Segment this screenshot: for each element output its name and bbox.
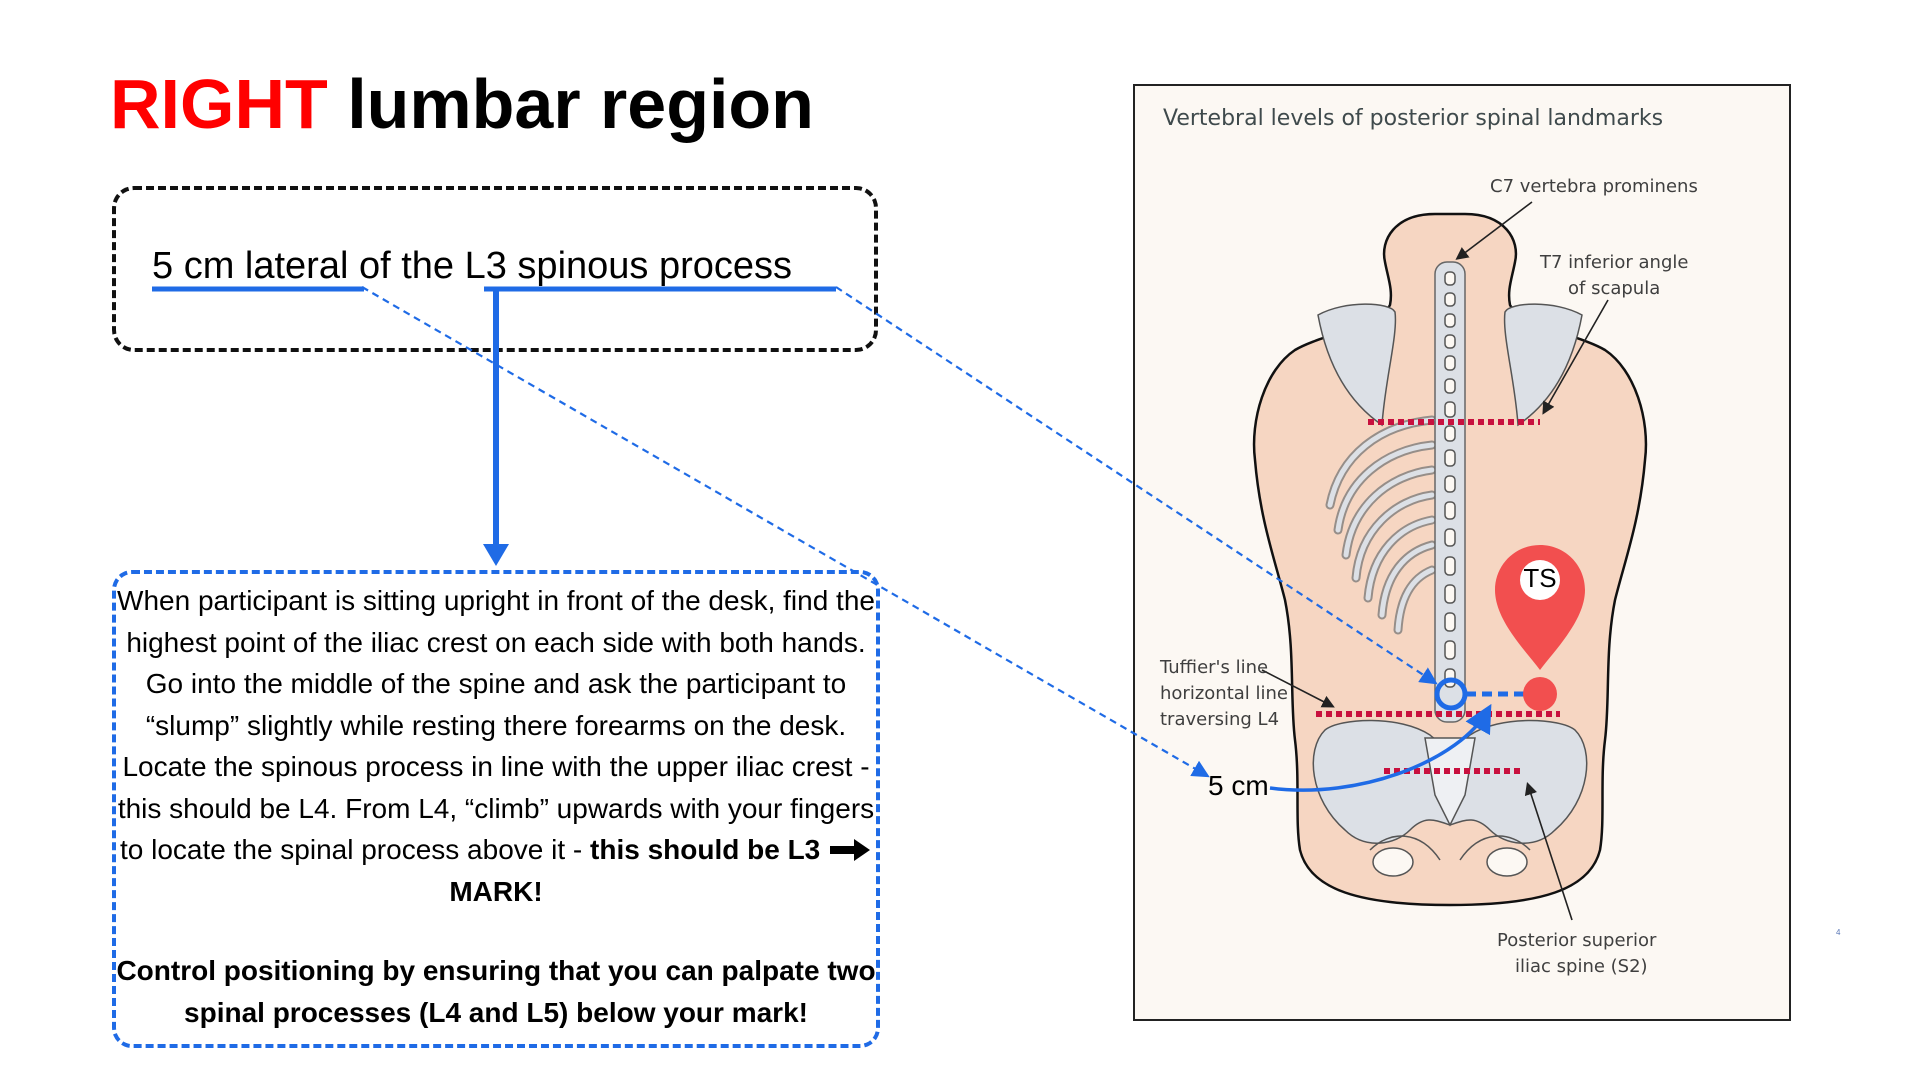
ts-pin-inner — [1520, 560, 1560, 600]
tuffier-label-line3: traversing L4 — [1160, 709, 1280, 730]
t7-label-line2: of scapula — [1568, 278, 1661, 299]
definition-landmark: L3 spinous process — [464, 245, 793, 287]
right-obturator — [1486, 847, 1528, 877]
figure-title: Vertebral levels of posterior spinal lan… — [1163, 106, 1664, 131]
l3-marker-circle — [1434, 677, 1468, 711]
ts-pin-icon — [1495, 545, 1585, 670]
procedure-conclusion: this should be L3 — [590, 834, 821, 865]
slide-title: RIGHT lumbar region — [110, 62, 814, 146]
c7-label: C7 vertebra prominens — [1490, 176, 1698, 197]
definition-text: 5 cm lateral of the L3 spinous process — [152, 242, 792, 290]
procedure-body: When participant is sitting upright in f… — [117, 585, 875, 865]
procedure-text: When participant is sitting upright in f… — [116, 580, 876, 912]
left-obturator — [1372, 847, 1414, 877]
flow-arrow-head — [483, 544, 509, 566]
ts-marker-label: TS — [1523, 563, 1557, 593]
label-pointers — [1261, 201, 1609, 921]
tuffier-label-line2: horizontal line — [1160, 683, 1288, 704]
pubic-arch — [1369, 835, 1531, 861]
tuffier-label-line1: Tuffier's line — [1160, 657, 1269, 678]
procedure-mark: MARK! — [449, 875, 543, 907]
procedure-box — [112, 570, 880, 1048]
left-scapula — [1317, 303, 1397, 427]
page-number: 4 — [1836, 928, 1841, 937]
distance-label: 5 cm — [1208, 770, 1269, 801]
distance-curve-arrow — [1269, 703, 1492, 792]
right-scapula — [1503, 303, 1583, 427]
right-arrow-icon — [830, 839, 871, 861]
psis-label-line2: iliac spine (S2) — [1515, 956, 1648, 977]
procedure-warning: Control positioning by ensuring that you… — [116, 955, 876, 1028]
ts-marker-dot — [1523, 677, 1557, 711]
distance-connector — [361, 286, 1210, 778]
psis-label-line1: Posterior superior — [1497, 930, 1657, 951]
definition-connector: of the — [348, 245, 465, 287]
title-accent: RIGHT — [110, 65, 328, 143]
sacrum — [1424, 737, 1476, 827]
title-rest: lumbar region — [327, 65, 814, 143]
t7-label-line1: T7 inferior angle — [1540, 252, 1689, 273]
definition-distance: 5 cm lateral — [152, 245, 349, 287]
